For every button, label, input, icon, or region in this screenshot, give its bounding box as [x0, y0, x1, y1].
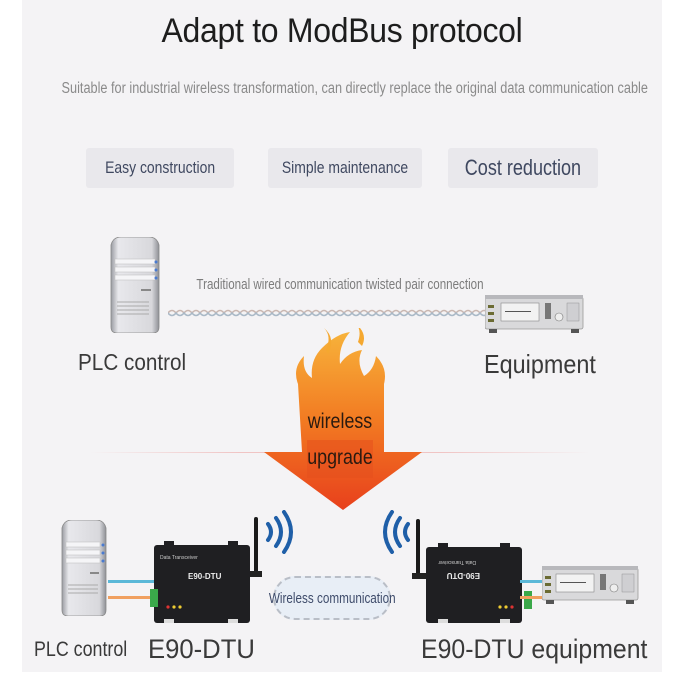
- e90-dtu-device-right: Data Transceiver E90-DTU: [412, 519, 532, 623]
- e90-dtu-label: E90-DTU: [148, 634, 255, 664]
- plc-server-icon: [110, 237, 160, 333]
- arrow-text-wireless: wireless: [307, 410, 373, 433]
- data-wire-orange: [108, 596, 156, 599]
- wireless-communication-bubble: Wireless communication: [269, 576, 395, 620]
- wireless-communication-label: Wireless communication: [268, 589, 396, 607]
- plc-control-label-top: PLC control: [78, 349, 187, 375]
- svg-text:E90-DTU: E90-DTU: [188, 572, 222, 581]
- data-wire-blue: [108, 580, 156, 583]
- feature-label: Easy construction: [104, 158, 216, 177]
- svg-text:Data Transceiver: Data Transceiver: [438, 559, 476, 565]
- wifi-signal-left-icon: [383, 510, 410, 554]
- page-title: Adapt to ModBus protocol: [161, 12, 523, 50]
- e90-dtu-device-left: Data Transceiver E90-DTU: [150, 517, 262, 623]
- feature-label: Simple maintenance: [281, 158, 409, 177]
- svg-text:E90-DTU: E90-DTU: [446, 571, 480, 580]
- flame-arrow-icon: [264, 328, 422, 510]
- arrow-text-upgrade: upgrade: [307, 446, 373, 469]
- equipment-icon-bottom: [542, 566, 639, 604]
- data-wire-orange-right: [520, 596, 546, 599]
- svg-text:Data Transceiver: Data Transceiver: [160, 555, 198, 561]
- page-subtitle: Suitable for industrial wireless transfo…: [61, 80, 648, 97]
- feature-simple-maintenance: Simple maintenance: [268, 148, 422, 188]
- plc-control-label-bottom: PLC control: [34, 638, 128, 661]
- plc-server-icon-bottom: [61, 520, 107, 616]
- feature-easy-construction: Easy construction: [86, 148, 234, 188]
- feature-label: Cost reduction: [464, 155, 582, 180]
- e90-dtu-equipment-label: E90-DTU equipment: [421, 634, 648, 664]
- feature-cost-reduction: Cost reduction: [448, 148, 598, 188]
- data-wire-blue-right: [520, 580, 546, 583]
- twisted-pair-cable-icon: [168, 309, 490, 317]
- equipment-label-top: Equipment: [484, 349, 596, 379]
- equipment-icon: [485, 295, 584, 333]
- upgrade-label-box: [307, 440, 373, 478]
- wifi-signal-right-icon: [266, 510, 293, 554]
- wired-connection-label: Traditional wired communication twisted …: [196, 277, 484, 293]
